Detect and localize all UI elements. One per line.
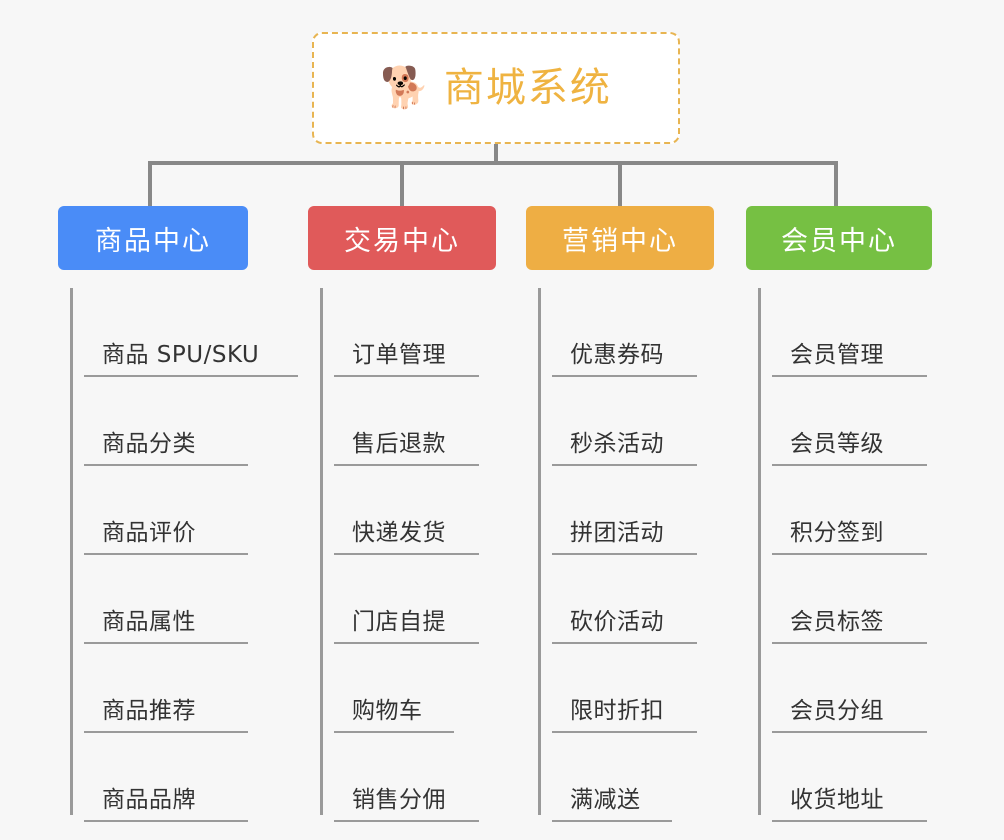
branch-item[interactable]: 快递发货 <box>322 466 496 555</box>
root-node[interactable]: 🐕 商城系统 <box>312 32 680 144</box>
branch-item[interactable]: 会员等级 <box>760 377 932 466</box>
branch-header-1[interactable]: 交易中心 <box>308 206 496 270</box>
branch-item[interactable]: 会员管理 <box>760 288 932 377</box>
branch-item-label: 商品属性 <box>102 608 196 635</box>
branch-item-label: 收货地址 <box>790 786 884 813</box>
branch-item-label: 会员标签 <box>790 608 884 635</box>
connector-horizontal-bus <box>148 161 838 165</box>
branch-item[interactable]: 积分签到 <box>760 466 932 555</box>
connector-root-vertical <box>494 144 498 164</box>
branch-column-2: 营销中心 优惠券码 秒杀活动 拼团活动 砍价活动 限时折扣 满减送 <box>526 206 714 822</box>
branch-item[interactable]: 订单管理 <box>322 288 496 377</box>
branch-item[interactable]: 砍价活动 <box>540 555 714 644</box>
branch-item-label: 商品推荐 <box>102 697 196 724</box>
branch-item-label: 购物车 <box>352 697 423 724</box>
shiba-dog-face-icon: 🐕 <box>380 65 430 111</box>
branch-item[interactable]: 商品分类 <box>72 377 248 466</box>
branch-item-label: 优惠券码 <box>570 341 664 368</box>
connector-branch-vertical-1 <box>400 161 404 206</box>
branch-item-label: 销售分佣 <box>352 786 446 813</box>
branch-item-label: 秒杀活动 <box>570 430 664 457</box>
branch-item-list-3: 会员管理 会员等级 积分签到 会员标签 会员分组 收货地址 <box>746 288 932 822</box>
branch-item[interactable]: 商品评价 <box>72 466 248 555</box>
branch-item[interactable]: 秒杀活动 <box>540 377 714 466</box>
branch-item-label: 快递发货 <box>352 519 446 546</box>
branch-item-label: 商品分类 <box>102 430 196 457</box>
branch-item-label: 售后退款 <box>352 430 446 457</box>
branch-item-label: 商品品牌 <box>102 786 196 813</box>
branch-item[interactable]: 收货地址 <box>760 733 932 822</box>
branch-item-label: 商品 SPU/SKU <box>102 341 260 368</box>
branch-header-label-2: 营销中心 <box>562 225 678 257</box>
branch-item-label: 砍价活动 <box>570 608 664 635</box>
branch-item[interactable]: 会员分组 <box>760 644 932 733</box>
branch-item-label: 会员管理 <box>790 341 884 368</box>
branch-item[interactable]: 会员标签 <box>760 555 932 644</box>
branch-header-0[interactable]: 商品中心 <box>58 206 248 270</box>
branch-item-label: 满减送 <box>570 786 641 813</box>
branch-item-label: 限时折扣 <box>570 697 664 724</box>
connector-branch-vertical-0 <box>148 161 152 206</box>
branch-item-label: 会员等级 <box>790 430 884 457</box>
branch-column-3: 会员中心 会员管理 会员等级 积分签到 会员标签 会员分组 收货地址 <box>746 206 932 822</box>
branch-item-list-0: 商品 SPU/SKU 商品分类 商品评价 商品属性 商品推荐 商品品牌 <box>58 288 298 822</box>
branch-header-3[interactable]: 会员中心 <box>746 206 932 270</box>
branch-item-list-1: 订单管理 售后退款 快递发货 门店自提 购物车 销售分佣 <box>308 288 496 822</box>
branch-header-label-3: 会员中心 <box>781 225 897 257</box>
branch-header-2[interactable]: 营销中心 <box>526 206 714 270</box>
branch-item-label: 订单管理 <box>352 341 446 368</box>
branch-item-label: 门店自提 <box>352 608 446 635</box>
branch-item[interactable]: 限时折扣 <box>540 644 714 733</box>
root-node-title: 商城系统 <box>443 65 612 111</box>
branch-item[interactable]: 商品品牌 <box>72 733 248 822</box>
connector-branch-vertical-2 <box>618 161 622 206</box>
branch-header-label-1: 交易中心 <box>344 225 460 257</box>
branch-item[interactable]: 商品推荐 <box>72 644 248 733</box>
branch-item-label: 拼团活动 <box>570 519 664 546</box>
branch-item-label: 商品评价 <box>102 519 196 546</box>
branch-header-label-0: 商品中心 <box>95 225 211 257</box>
branch-column-0: 商品中心 商品 SPU/SKU 商品分类 商品评价 商品属性 商品推荐 商品品牌 <box>58 206 298 822</box>
branch-item[interactable]: 销售分佣 <box>322 733 496 822</box>
branch-item[interactable]: 商品属性 <box>72 555 248 644</box>
branch-item[interactable]: 商品 SPU/SKU <box>72 288 298 377</box>
branch-item[interactable]: 满减送 <box>540 733 714 822</box>
branch-item[interactable]: 优惠券码 <box>540 288 714 377</box>
branch-column-1: 交易中心 订单管理 售后退款 快递发货 门店自提 购物车 销售分佣 <box>308 206 496 822</box>
connector-branch-vertical-3 <box>834 161 838 206</box>
branch-item[interactable]: 门店自提 <box>322 555 496 644</box>
branch-item[interactable]: 售后退款 <box>322 377 496 466</box>
branch-item-label: 积分签到 <box>790 519 884 546</box>
branch-item-list-2: 优惠券码 秒杀活动 拼团活动 砍价活动 限时折扣 满减送 <box>526 288 714 822</box>
branch-item[interactable]: 拼团活动 <box>540 466 714 555</box>
branch-item[interactable]: 购物车 <box>322 644 496 733</box>
branch-item-label: 会员分组 <box>790 697 884 724</box>
